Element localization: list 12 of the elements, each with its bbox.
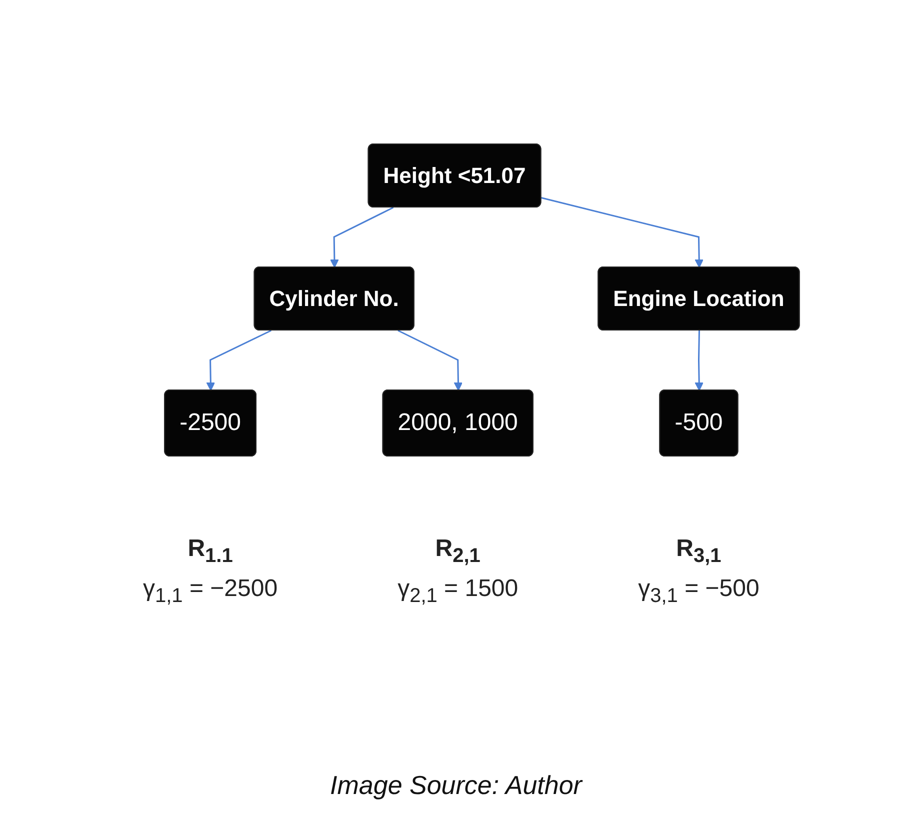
arrow — [694, 330, 704, 392]
node-label: γ$_{2,1}$ = 1500 — [397, 574, 518, 607]
arrow — [397, 330, 462, 392]
node-label: γ$_{3,1}$ = −500 — [638, 574, 760, 607]
node-label: R$_{3,1}$ — [676, 535, 722, 567]
arrow — [330, 207, 394, 268]
caption: Image Source: Author — [329, 770, 584, 801]
arrow — [206, 330, 272, 392]
node-label: R$_{2,1}$ — [435, 535, 480, 567]
node-label: R$_{1.1}$ — [188, 535, 233, 567]
node-label: γ$_{1,1}$ = −2500 — [142, 574, 278, 607]
arrow — [540, 197, 704, 268]
